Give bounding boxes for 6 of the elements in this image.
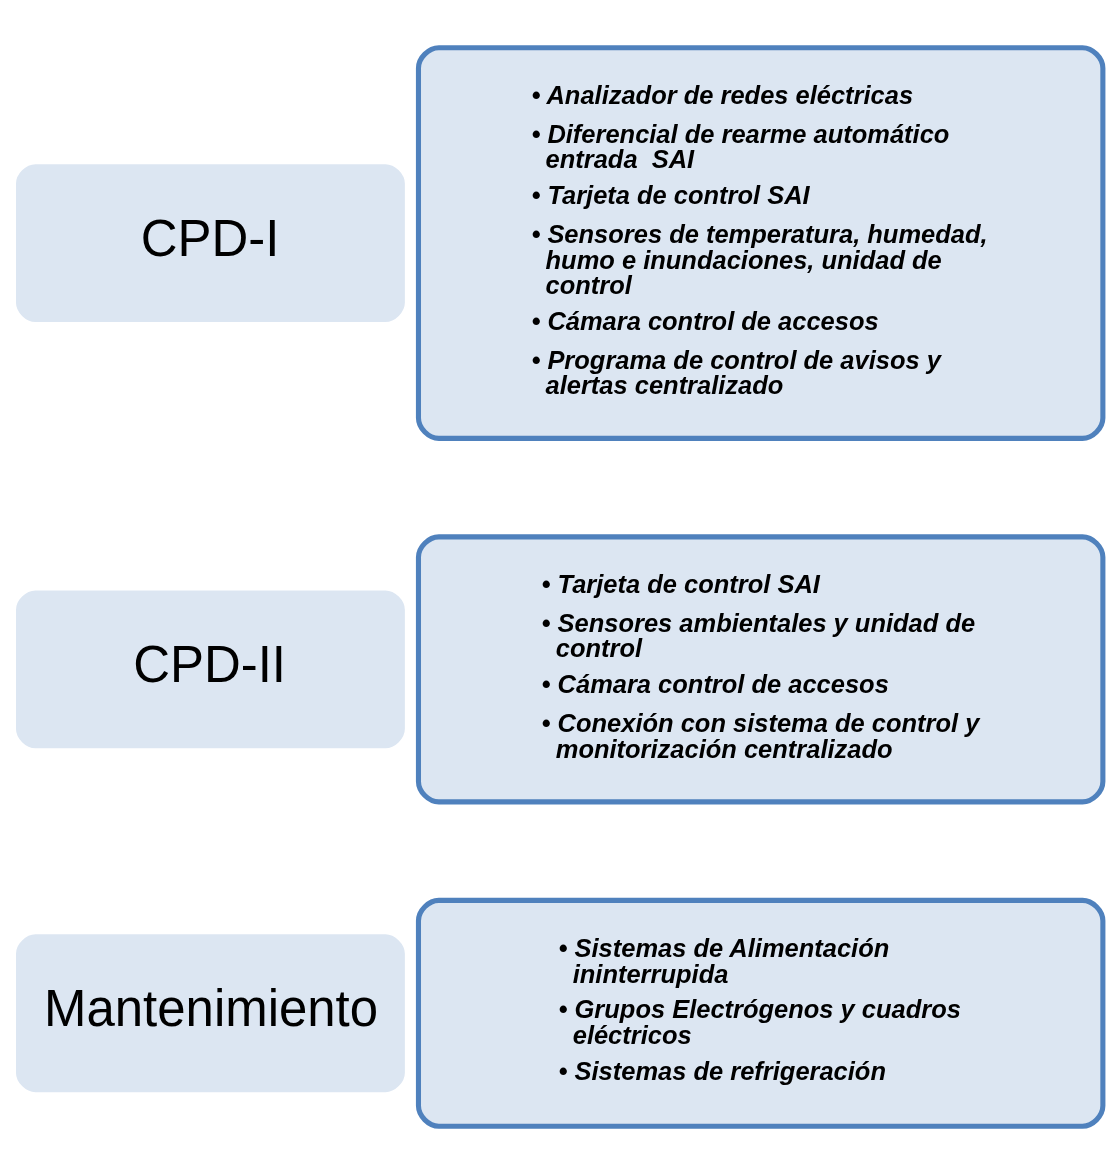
node-box: • Analizador de redes eléctricas • Diferencial de rearme automático entrada SAI • Tarjeta de control SAI • Sensores de temperatura, humedad, humo e inundaciones, unidad de control • Cámara control de accesos • Programa de control de avisos y alertas centralizado	[415, 45, 1106, 441]
node-box: CPD-II	[14, 588, 407, 751]
node-box: • Sistemas de Alimentación ininterrupida • Grupos Electrógenos y cuadros eléctricos • Sistemas de refrigeración	[415, 897, 1106, 1129]
node-box: CPD-I	[14, 162, 407, 324]
node-box: Mantenimiento	[14, 932, 407, 1094]
node-box: • Tarjeta de control SAI • Sensores ambientales y unidad de control • Cámara control de accesos • Conexión con sistema de control y monitorización centralizado	[415, 534, 1106, 805]
